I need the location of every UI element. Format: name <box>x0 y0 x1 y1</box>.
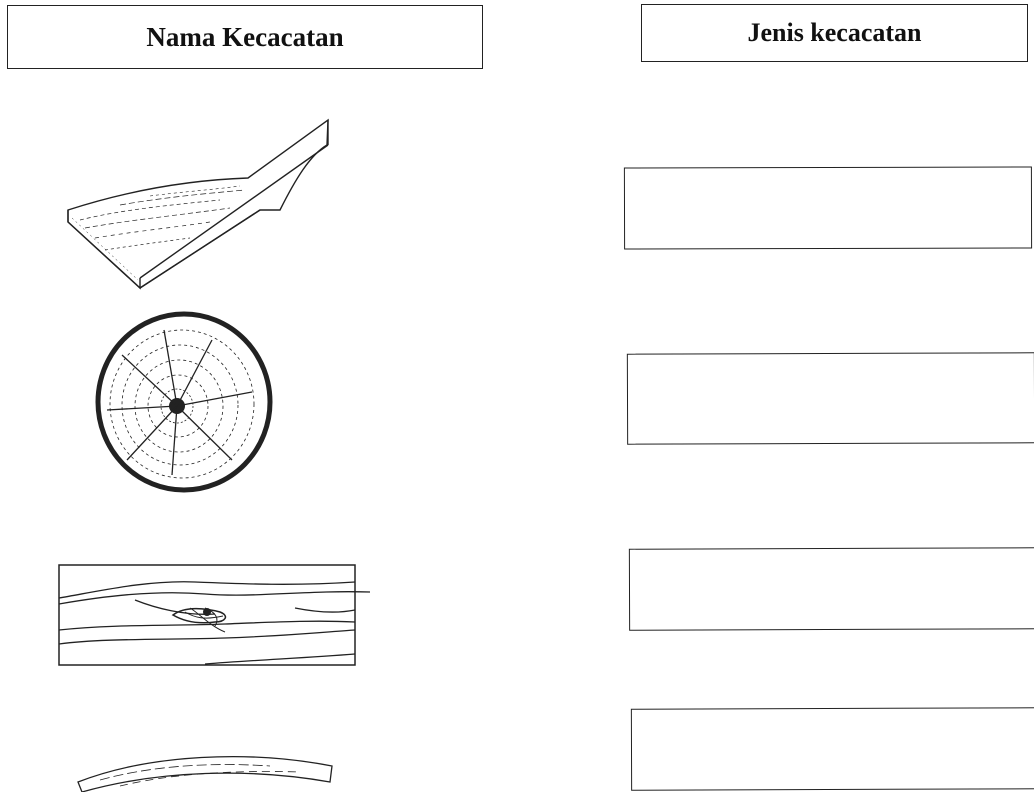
board-knot-icon <box>55 560 375 675</box>
answer-box-4[interactable] <box>631 707 1034 790</box>
answer-box-3[interactable] <box>629 547 1034 630</box>
log-cross-section-crack-icon <box>92 310 277 495</box>
answer-box-1[interactable] <box>624 166 1032 249</box>
header-left-label: Nama Kecacatan <box>146 22 343 53</box>
header-right-label: Jenis kecacatan <box>747 18 921 48</box>
answer-box-2[interactable] <box>627 352 1034 444</box>
header-jenis-kecacatan: Jenis kecacatan <box>641 4 1028 62</box>
header-nama-kecacatan: Nama Kecacatan <box>7 5 483 69</box>
warped-board-icon <box>60 110 340 295</box>
bowed-plank-icon <box>70 748 340 792</box>
